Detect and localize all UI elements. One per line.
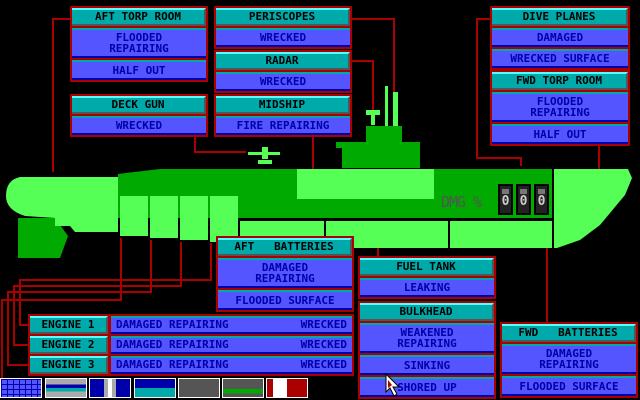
panel-title[interactable]: RADAR [216, 52, 350, 70]
panel-status: DAMAGED REPAIRING [218, 258, 352, 288]
instruments-icon[interactable] [178, 378, 220, 398]
engine-label: ENGINE 2 [30, 336, 108, 354]
panel-status: WEAKENED REPAIRING [360, 323, 494, 353]
engine-state: WRECKED [300, 318, 347, 331]
panel-status: HALF OUT [72, 60, 206, 80]
bridge-view-icon[interactable] [134, 378, 176, 398]
engine-repair-status: DAMAGED REPAIRING [116, 338, 229, 351]
panel-status: FLOODED SURFACE [218, 290, 352, 310]
panel-status: WRECKED [72, 116, 206, 135]
engine-repair-status: DAMAGED REPAIRING [116, 318, 229, 331]
engines-panel: ENGINE 1 DAMAGED REPAIRING WRECKED ENGINE… [28, 314, 354, 376]
panel-status: DAMAGED REPAIRING [502, 344, 636, 374]
damage-digit: 0 [534, 184, 549, 215]
panel-status: DAMAGED [492, 28, 628, 47]
engine-repair-status: DAMAGED REPAIRING [116, 358, 229, 371]
panel-periscopes: PERISCOPES WRECKED [214, 6, 352, 49]
panel-status: FIRE REPAIRING [216, 116, 350, 135]
engine-row[interactable]: ENGINE 2 DAMAGED REPAIRING WRECKED [30, 336, 352, 354]
engine-state: WRECKED [300, 358, 347, 371]
panel-status: WRECKED SURFACE [492, 49, 628, 68]
panel-title[interactable]: DECK GUN [72, 96, 206, 114]
panel-title[interactable]: MIDSHIP [216, 96, 350, 114]
panel-dive-planes: DIVE PLANES DAMAGED WRECKED SURFACE [490, 6, 630, 70]
panel-status: SHORED UP [360, 377, 494, 397]
panel-status: FLOODED SURFACE [502, 376, 636, 396]
submarine-hull [6, 86, 632, 258]
engine-label: ENGINE 3 [30, 356, 108, 374]
panel-title[interactable]: AFT BATTERIES [218, 238, 352, 256]
panel-status: FLOODED REPAIRING [72, 28, 206, 58]
panel-title[interactable]: FUEL TANK [360, 258, 494, 276]
panel-status: HALF OUT [492, 124, 628, 144]
panel-fuel-tank: FUEL TANK LEAKING [358, 256, 496, 299]
panel-midship: MIDSHIP FIRE REPAIRING [214, 94, 352, 137]
engine-label: ENGINE 1 [30, 316, 108, 334]
panel-status: SINKING [360, 355, 494, 375]
engine-status: DAMAGED REPAIRING WRECKED [111, 356, 352, 374]
panel-deck-gun: DECK GUN WRECKED [70, 94, 208, 137]
periscope-view-icon[interactable] [89, 378, 131, 398]
engine-row[interactable]: ENGINE 1 DAMAGED REPAIRING WRECKED [30, 316, 352, 334]
panel-status: WRECKED [216, 72, 350, 91]
engine-status: DAMAGED REPAIRING WRECKED [111, 336, 352, 354]
panel-title[interactable]: DIVE PLANES [492, 8, 628, 26]
panel-title[interactable]: BULKHEAD [360, 303, 494, 321]
panel-title[interactable]: AFT TORP ROOM [72, 8, 206, 26]
panel-title[interactable]: FWD TORP ROOM [492, 72, 628, 90]
damage-digit: 0 [516, 184, 531, 215]
panel-radar: RADAR WRECKED [214, 50, 352, 93]
engine-status: DAMAGED REPAIRING WRECKED [111, 316, 352, 334]
engine-state: WRECKED [300, 338, 347, 351]
panel-status: FLOODED REPAIRING [492, 92, 628, 122]
torpedo-status-icon[interactable] [266, 378, 308, 398]
panel-title[interactable]: PERISCOPES [216, 8, 350, 26]
engine-row[interactable]: ENGINE 3 DAMAGED REPAIRING WRECKED [30, 356, 352, 374]
map-icon[interactable] [0, 378, 42, 398]
panel-title[interactable]: FWD BATTERIES [502, 324, 636, 342]
panel-status: WRECKED [216, 28, 350, 47]
panel-status: LEAKING [360, 278, 494, 297]
gauges-icon[interactable] [45, 378, 87, 398]
connector-lines [1, 18, 600, 385]
damage-digit: 0 [498, 184, 513, 215]
damage-percent-label: DMG % [441, 193, 482, 211]
damage-report-icon[interactable] [222, 378, 264, 398]
